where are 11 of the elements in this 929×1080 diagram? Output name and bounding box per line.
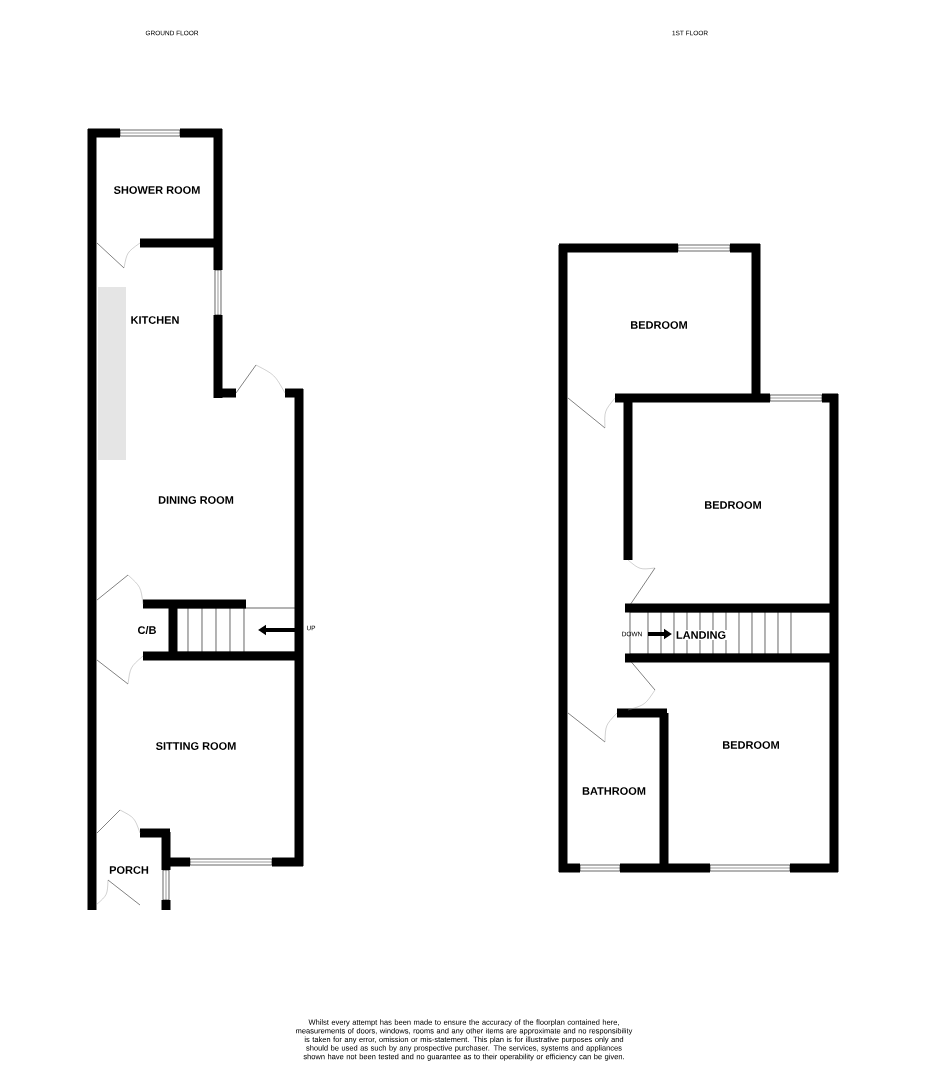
room-label: KITCHEN [131,316,179,324]
room-label: BEDROOM [705,501,761,509]
room-label: BEDROOM [723,741,779,749]
room-label: C/B [138,625,156,635]
room-label: DINING ROOM [158,496,234,504]
room-label: BEDROOM [631,321,687,329]
room-label: BATHROOM [582,787,646,795]
room-label: SHOWER ROOM [113,186,200,194]
room-label: LANDING [674,630,728,640]
room-label: SITTING ROOM [156,742,236,750]
room-label: PORCH [109,866,149,874]
